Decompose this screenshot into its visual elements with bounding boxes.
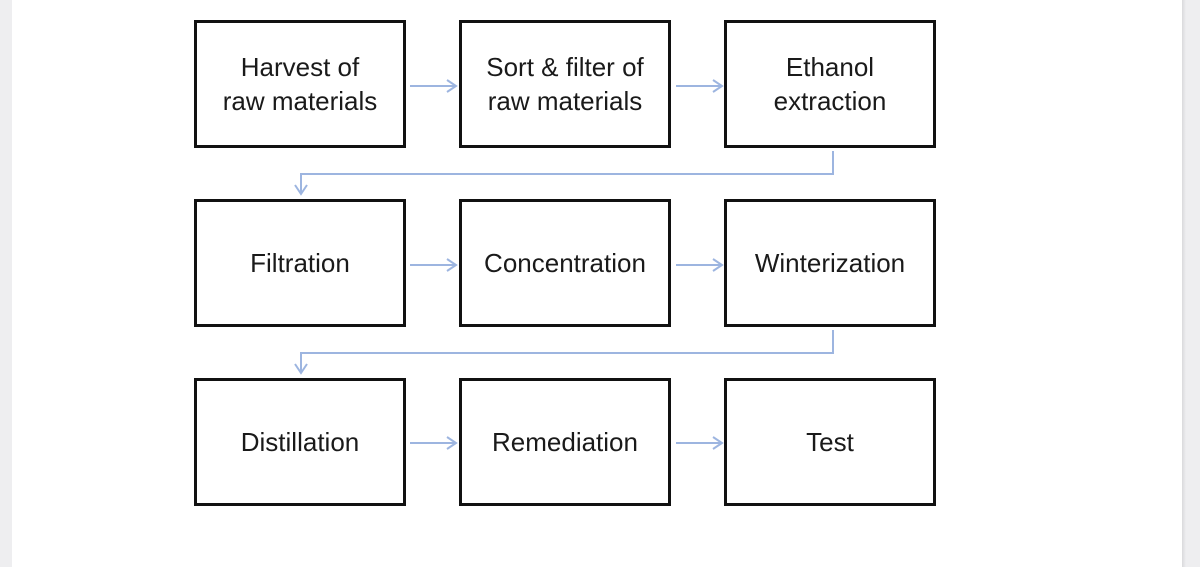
step-filtration-label: Filtration xyxy=(250,248,350,278)
step-test-box: Test xyxy=(724,378,936,506)
step-sort-filter-box: Sort & filter of raw materials xyxy=(459,20,671,148)
step-harvest-box: Harvest of raw materials xyxy=(194,20,406,148)
step-winterization-box: Winterization xyxy=(724,199,936,327)
step-distillation-label: Distillation xyxy=(240,427,360,457)
step-concentration-box: Concentration xyxy=(459,199,671,327)
step-ethanol-extraction-box: Ethanol extraction xyxy=(724,20,936,148)
step-sort-filter-label: Sort & filter of raw materials xyxy=(486,52,644,116)
step-harvest-label: Harvest of raw materials xyxy=(222,52,378,116)
step-filtration-box: Filtration xyxy=(194,199,406,327)
step-test-label: Test xyxy=(806,427,854,457)
step-ethanol-extraction-label: Ethanol extraction xyxy=(773,52,887,116)
step-remediation-box: Remediation xyxy=(459,378,671,506)
step-winterization-label: Winterization xyxy=(754,248,906,278)
step-concentration-label: Concentration xyxy=(484,248,646,278)
step-distillation-box: Distillation xyxy=(194,378,406,506)
step-remediation-label: Remediation xyxy=(492,427,638,457)
